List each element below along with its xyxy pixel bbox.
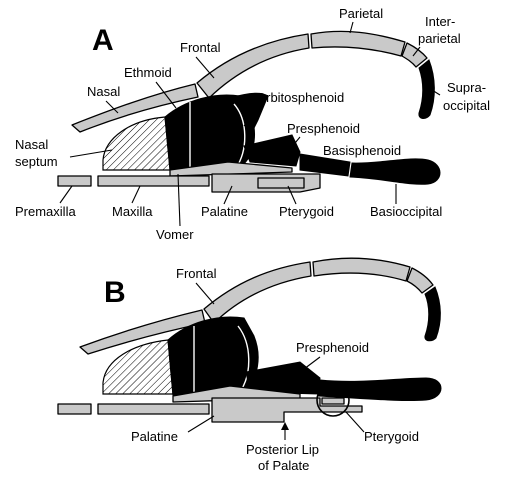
label-a-basioccipital: Basioccipital bbox=[370, 204, 442, 219]
panel-b-interparietal-bone bbox=[407, 268, 433, 293]
label-b-frontal: Frontal bbox=[176, 266, 217, 281]
panel-b-maxilla bbox=[98, 404, 209, 414]
panel-b-frontal-bone bbox=[204, 262, 311, 323]
label-a-interparietal-2: parietal bbox=[418, 31, 461, 46]
panel-b: B Frontal Presphenoid bbox=[58, 258, 441, 473]
label-b-posterior-lip-2: of Palate bbox=[258, 458, 309, 473]
panel-b-basioccipital bbox=[318, 378, 441, 401]
panel-a-pterygoid bbox=[258, 178, 304, 188]
label-a-frontal: Frontal bbox=[180, 40, 221, 55]
panel-a-supraoccipital bbox=[419, 60, 434, 119]
panel-a-parietal-bone bbox=[311, 31, 405, 56]
label-a-maxilla: Maxilla bbox=[112, 204, 153, 219]
label-b-presphenoid: Presphenoid bbox=[296, 340, 369, 355]
panel-b-posterior-lip-arrow bbox=[281, 422, 289, 430]
label-a-orbitosphenoid: Orbitosphenoid bbox=[256, 90, 344, 105]
label-a-palatine: Palatine bbox=[201, 204, 248, 219]
panel-a-premaxilla bbox=[58, 176, 91, 186]
panel-b-parietal-bone bbox=[313, 258, 410, 281]
label-b-pterygoid: Pterygoid bbox=[364, 429, 419, 444]
label-a-presphenoid: Presphenoid bbox=[287, 121, 360, 136]
panel-a: A Parietal bbox=[15, 6, 490, 242]
panel-a-basioccipital bbox=[350, 159, 440, 184]
panel-a-nasal-septum bbox=[103, 117, 170, 170]
label-a-ethmoid: Ethmoid bbox=[124, 65, 172, 80]
panel-b-supraoccipital bbox=[425, 287, 440, 341]
label-a-nasal-septum-1: Nasal bbox=[15, 137, 48, 152]
label-a-nasal: Nasal bbox=[87, 84, 120, 99]
label-b-posterior-lip-1: Posterior Lip bbox=[246, 442, 319, 457]
panel-a-letter: A bbox=[92, 24, 114, 57]
label-b-palatine: Palatine bbox=[131, 429, 178, 444]
label-a-basisphenoid: Basisphenoid bbox=[323, 143, 401, 158]
label-a-supraoccipital-1: Supra- bbox=[447, 80, 486, 95]
panel-b-premaxilla bbox=[58, 404, 91, 414]
panel-b-letter: B bbox=[104, 276, 126, 309]
label-a-parietal: Parietal bbox=[339, 6, 383, 21]
panel-a-maxilla bbox=[98, 176, 209, 186]
panel-b-pterygoid bbox=[322, 398, 344, 404]
label-a-interparietal-1: Inter- bbox=[425, 14, 455, 29]
label-a-pterygoid: Pterygoid bbox=[279, 204, 334, 219]
label-a-vomer: Vomer bbox=[156, 227, 194, 242]
label-a-nasal-septum-2: septum bbox=[15, 154, 58, 169]
label-a-supraoccipital-2: occipital bbox=[443, 98, 490, 113]
panel-a-interparietal-bone bbox=[402, 43, 427, 67]
panel-b-nasal-septum bbox=[103, 340, 173, 394]
label-a-premaxilla: Premaxilla bbox=[15, 204, 76, 219]
